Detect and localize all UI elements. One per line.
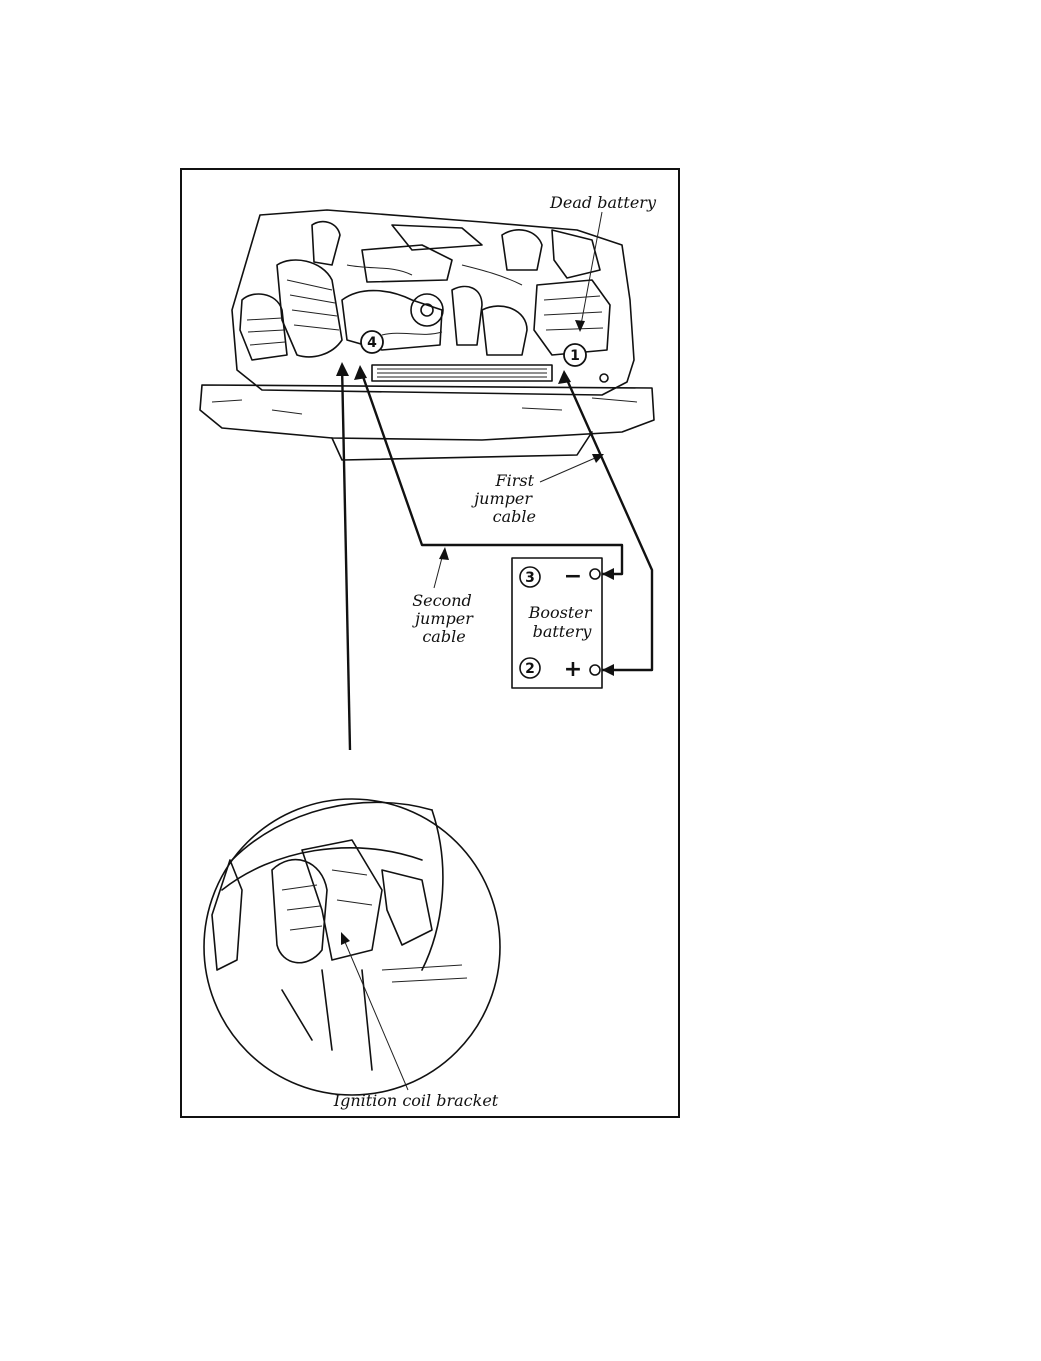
ground-lead — [342, 365, 350, 750]
second-jumper-cable — [360, 368, 622, 574]
ignition-coil-bracket-label: Ignition coil bracket — [333, 1091, 499, 1110]
step-2-number: 2 — [525, 661, 535, 677]
negative-terminal-sign: − — [564, 564, 582, 589]
jump-start-diagram: 3 − 2 + Booster battery 1 4 Dead b — [180, 168, 680, 1118]
diagram-canvas: 3 − 2 + Booster battery 1 4 Dead b — [182, 170, 682, 1120]
ignition-coil-closeup — [204, 799, 500, 1095]
booster-battery-label-line-2: battery — [533, 622, 593, 641]
step-3-number: 3 — [525, 570, 535, 586]
step-1-number: 1 — [570, 348, 580, 364]
booster-battery-label-line-1: Booster — [528, 603, 593, 622]
jumper-cables — [342, 365, 652, 750]
step-4-number: 4 — [367, 335, 377, 351]
first-jumper-cable-label-line-2: jumper — [471, 489, 533, 508]
first-jumper-cable-label-line-3: cable — [493, 507, 536, 526]
positive-terminal-sign: + — [564, 657, 582, 682]
booster-battery: 3 − 2 + Booster battery — [512, 558, 602, 688]
second-jumper-cable-label-line-1: Second — [412, 591, 472, 610]
second-jumper-cable-label-line-2: jumper — [412, 609, 474, 628]
first-jumper-cable-label-line-1: First — [494, 471, 534, 490]
second-jumper-cable-label-line-3: cable — [422, 627, 465, 646]
dead-battery-label: Dead battery — [549, 193, 657, 212]
